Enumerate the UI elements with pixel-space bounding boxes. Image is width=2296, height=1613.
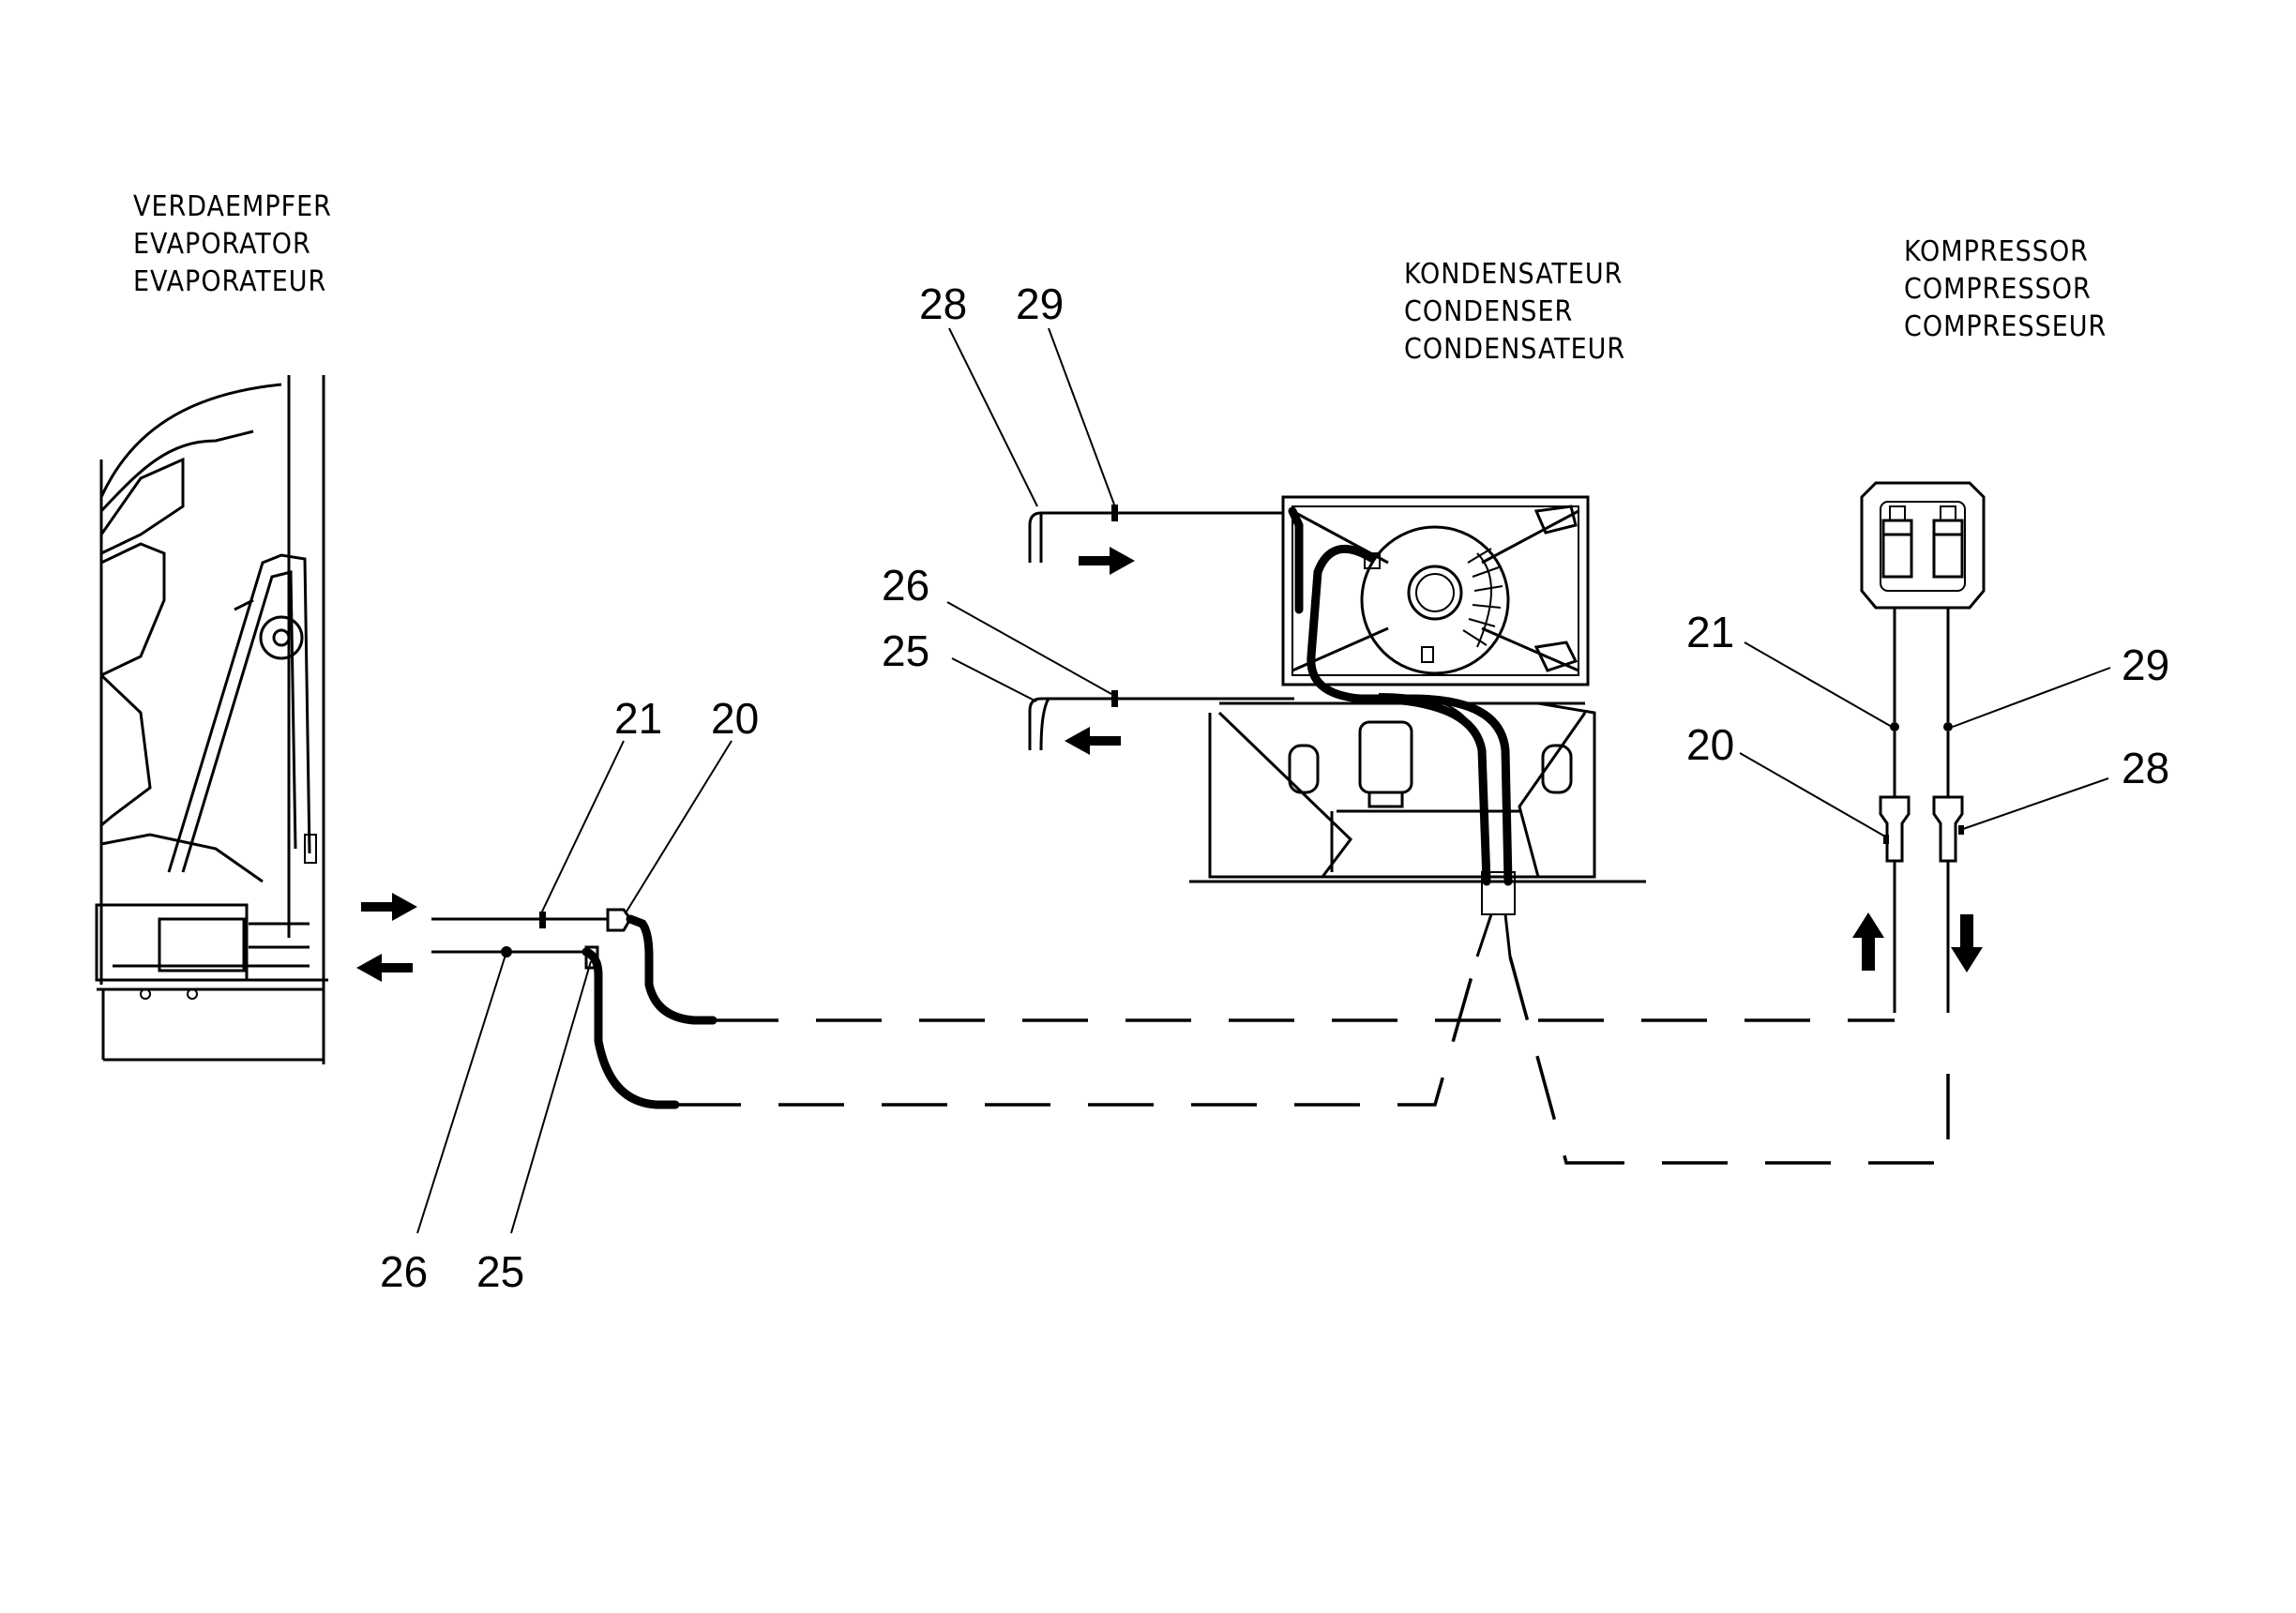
condenser-label: KONDENSATEUR CONDENSER CONDENSATEUR: [1404, 258, 1625, 366]
callout-26-evaporator: 26: [380, 1247, 428, 1296]
condenser-label-de: KONDENSATEUR: [1404, 258, 1623, 291]
callout-21-evaporator: 21: [614, 694, 662, 743]
flow-arrow-left-icon: [356, 954, 413, 982]
callout-25-condenser: 25: [882, 626, 929, 675]
flow-arrow-down-icon: [1951, 914, 1983, 972]
callout-20-evaporator: 20: [711, 694, 759, 743]
callout-20-compressor: 20: [1686, 720, 1734, 769]
compressor-label-de: KOMPRESSOR: [1904, 235, 2089, 268]
evaporator-label: VERDAEMPFER EVAPORATOR EVAPORATEUR: [133, 190, 332, 298]
callout-numbers: 28 29 26 25 21 20 26 25 21 20 29 28: [380, 279, 2169, 1296]
flow-arrow-right-icon: [361, 893, 417, 921]
callout-21-compressor: 21: [1686, 608, 1734, 656]
hose-routing: [675, 956, 1950, 1165]
evaporator-flow-arrows: [356, 893, 417, 982]
callout-29-compressor: 29: [2122, 641, 2169, 689]
condenser-label-fr: CONDENSATEUR: [1404, 333, 1625, 366]
evaporator-lines: [431, 908, 718, 1109]
compressor-label-en: COMPRESSOR: [1904, 273, 2092, 306]
compressor-label-fr: COMPRESSEUR: [1904, 310, 2107, 343]
compressor-unit: [1852, 481, 1986, 1013]
flow-arrow-left-icon: [1065, 727, 1121, 755]
callout-leaders: [416, 327, 2111, 1234]
callout-28-compressor: 28: [2122, 744, 2169, 792]
compressor-label: KOMPRESSOR COMPRESSOR COMPRESSEUR: [1904, 235, 2107, 343]
flow-arrow-up-icon: [1852, 912, 1884, 971]
callout-29-condenser: 29: [1016, 279, 1064, 328]
evaporator-cab-drawing: [95, 375, 328, 1064]
condenser-unit: [1189, 495, 1646, 957]
flow-arrow-right-icon: [1079, 547, 1135, 575]
evaporator-label-fr: EVAPORATEUR: [133, 265, 326, 298]
callout-25-evaporator: 25: [476, 1247, 524, 1296]
evaporator-label-de: VERDAEMPFER: [133, 190, 332, 223]
condenser-lines: [1028, 505, 1294, 755]
condenser-label-en: CONDENSER: [1404, 295, 1573, 328]
evaporator-label-en: EVAPORATOR: [133, 228, 311, 261]
callout-26-condenser: 26: [882, 561, 929, 610]
callout-28-condenser: 28: [919, 279, 967, 328]
